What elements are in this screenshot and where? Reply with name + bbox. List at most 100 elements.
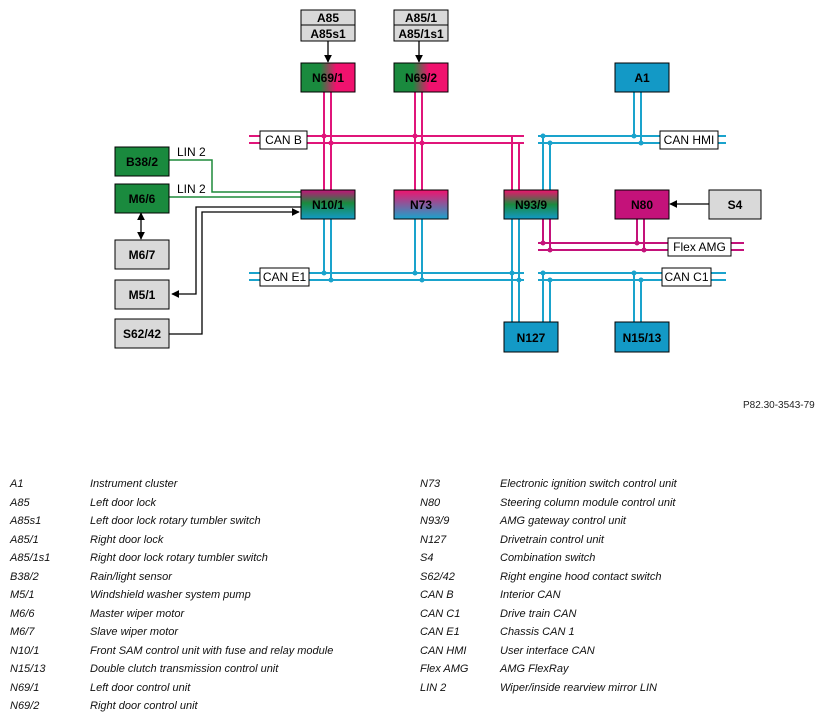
- node-n93-9: N93/9: [503, 189, 559, 220]
- legend-code: CAN C1: [420, 607, 461, 620]
- legend-description: Left door control unit: [90, 681, 191, 694]
- legend-code: S4: [420, 552, 434, 564]
- node-n69-1: N69/1: [300, 62, 356, 93]
- node-n127: N127: [503, 321, 559, 353]
- svg-text:CAN B: CAN B: [265, 133, 302, 147]
- svg-text:M6/7: M6/7: [129, 248, 156, 262]
- svg-text:N127: N127: [517, 331, 546, 345]
- svg-text:N73: N73: [410, 198, 432, 212]
- legend-code: A1: [10, 478, 24, 490]
- bus-label-can-b: CAN B: [259, 130, 308, 150]
- legend-description: Right door control unit: [90, 700, 198, 712]
- svg-text:A1: A1: [634, 71, 650, 85]
- svg-text:CAN E1: CAN E1: [263, 270, 307, 284]
- node-a85: A85: [300, 9, 356, 26]
- legend-code: N10/1: [10, 644, 40, 657]
- svg-text:N80: N80: [631, 198, 653, 212]
- node-a85-1s1: A85/1s1: [393, 24, 449, 42]
- legend-code: N69/2: [10, 700, 40, 712]
- legend-code: A85/1: [10, 533, 39, 546]
- svg-text:A85/1s1: A85/1s1: [398, 27, 444, 41]
- legend-code: N69/1: [10, 681, 40, 694]
- svg-text:CAN HMI: CAN HMI: [664, 133, 715, 147]
- flex-amg-junctions: [540, 240, 647, 253]
- legend-code: CAN E1: [420, 626, 460, 638]
- legend-description: Electronic ignition switch control unit: [500, 478, 677, 490]
- legend-description: Drivetrain control unit: [500, 533, 604, 546]
- node-m5-1: M5/1: [114, 279, 170, 310]
- node-n15-13: N15/13: [614, 321, 670, 353]
- bus-label-lin2-top: LIN 2: [177, 145, 206, 159]
- legend-code: CAN HMI: [420, 644, 467, 657]
- svg-text:A85s1: A85s1: [310, 27, 346, 41]
- node-n10-1: N10/1: [300, 189, 356, 220]
- legend-description: Interior CAN: [500, 589, 561, 601]
- legend-code: Flex AMG: [420, 663, 469, 675]
- can-c1-junctions: [540, 270, 644, 283]
- legend-description: AMG gateway control unit: [500, 515, 626, 527]
- node-n80: N80: [614, 189, 670, 220]
- legend-description: Slave wiper motor: [90, 626, 179, 638]
- legend-description: Windshield washer system pump: [90, 589, 251, 601]
- node-a85s1: A85s1: [300, 24, 356, 42]
- network-topology-diagram: CAN B CAN HMI CAN E1 CAN C1 Flex AMG LIN…: [114, 9, 762, 353]
- svg-text:A85/1: A85/1: [405, 11, 437, 25]
- legend-description: Combination switch: [500, 552, 596, 564]
- svg-text:N69/1: N69/1: [312, 71, 344, 85]
- legend-code: N127: [420, 533, 447, 546]
- legend-code: M5/1: [10, 589, 35, 601]
- node-m6-7: M6/7: [114, 239, 170, 270]
- legend-code: N80: [420, 496, 441, 509]
- legend-code: CAN B: [420, 589, 454, 601]
- svg-text:S4: S4: [728, 198, 743, 212]
- can-e1-junctions: [321, 270, 522, 283]
- legend-description: Wiper/inside rearview mirror LIN: [500, 681, 657, 694]
- bus-label-can-c1: CAN C1: [661, 267, 712, 287]
- node-a1: A1: [614, 62, 670, 93]
- legend-description: Instrument cluster: [90, 478, 178, 490]
- signal-lines: [137, 41, 709, 335]
- bus-label-flex-amg: Flex AMG: [667, 237, 732, 257]
- legend-code: N73: [420, 478, 441, 490]
- bus-label-can-hmi: CAN HMI: [659, 130, 719, 150]
- legend-description: Rain/light sensor: [90, 570, 172, 583]
- legend-code: N93/9: [420, 515, 450, 527]
- legend-description: User interface CAN: [500, 644, 595, 657]
- legend-code: M6/7: [10, 626, 35, 638]
- legend-code: M6/6: [10, 607, 35, 620]
- can-b-junctions: [321, 133, 425, 146]
- svg-text:CAN C1: CAN C1: [664, 270, 708, 284]
- legend-description: Left door lock rotary tumbler switch: [90, 515, 261, 527]
- legend-description: Master wiper motor: [90, 607, 185, 620]
- legend-description: Front SAM control unit with fuse and rel…: [90, 644, 334, 657]
- svg-text:N93/9: N93/9: [515, 198, 547, 212]
- legend-code: A85/1s1: [10, 552, 51, 564]
- can-hmi-junctions: [540, 133, 644, 146]
- legend-description: Drive train CAN: [500, 607, 577, 620]
- legend-description: Right door lock rotary tumbler switch: [90, 552, 268, 564]
- legend-code: S62/42: [420, 570, 455, 583]
- legend-description: Chassis CAN 1: [500, 626, 575, 638]
- svg-text:N15/13: N15/13: [623, 331, 662, 345]
- svg-text:N69/2: N69/2: [405, 71, 437, 85]
- svg-text:N10/1: N10/1: [312, 198, 344, 212]
- legend-code: A85s1: [10, 515, 42, 527]
- legend-description: Left door lock: [90, 496, 157, 509]
- node-s4: S4: [708, 189, 762, 220]
- svg-text:M5/1: M5/1: [129, 288, 156, 302]
- legend-description: Right door lock: [90, 533, 164, 546]
- legend-description: Steering column module control unit: [500, 496, 676, 509]
- svg-text:A85: A85: [317, 11, 339, 25]
- legend-code: LIN 2: [420, 681, 447, 694]
- lin2-lines: [169, 159, 301, 198]
- legend-code: N15/13: [10, 663, 46, 675]
- node-a85-1: A85/1: [393, 9, 449, 26]
- legend-description: AMG FlexRay: [500, 663, 569, 675]
- legend-description: Right engine hood contact switch: [500, 570, 662, 583]
- svg-text:S62/42: S62/42: [123, 327, 161, 341]
- svg-text:Flex AMG: Flex AMG: [673, 240, 726, 254]
- svg-text:B38/2: B38/2: [126, 155, 158, 169]
- bus-label-lin2-bottom: LIN 2: [177, 182, 206, 196]
- svg-text:M6/6: M6/6: [129, 192, 156, 206]
